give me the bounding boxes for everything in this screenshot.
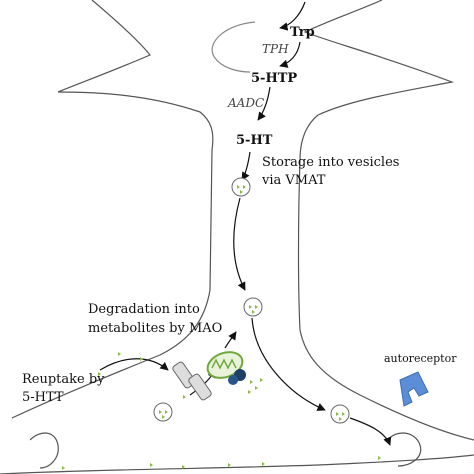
- label-tph: TPH: [262, 42, 289, 56]
- label-degradation-line2: metabolites by MAO: [88, 321, 222, 336]
- mitochondrion: [206, 351, 244, 379]
- vesicle: [243, 297, 263, 317]
- label-reuptake-line1: Reuptake by: [22, 372, 105, 387]
- label-5ht: 5-HT: [236, 133, 273, 148]
- transporter-5htt: [172, 361, 212, 401]
- label-trp: Trp: [290, 25, 315, 40]
- label-aadc: AADC: [227, 96, 264, 110]
- vesicle: [231, 177, 251, 197]
- vesicle: [330, 404, 350, 424]
- label-degradation-line1: Degradation into: [88, 302, 200, 317]
- label-autoreceptor: autoreceptor: [384, 352, 457, 365]
- autoreceptor-shape: [399, 371, 429, 407]
- label-5htp: 5-HTP: [251, 71, 297, 86]
- label-storage-line1: Storage into vesicles: [262, 155, 399, 170]
- pathway-arrows: [99, 1, 392, 446]
- vesicle: [153, 402, 173, 422]
- tph-curve: [211, 21, 256, 73]
- label-storage-line2: via VMAT: [261, 173, 326, 188]
- mao-enzyme: [228, 369, 246, 385]
- serotonin-molecules: [62, 352, 381, 470]
- label-reuptake-line2: 5-HTT: [22, 390, 64, 405]
